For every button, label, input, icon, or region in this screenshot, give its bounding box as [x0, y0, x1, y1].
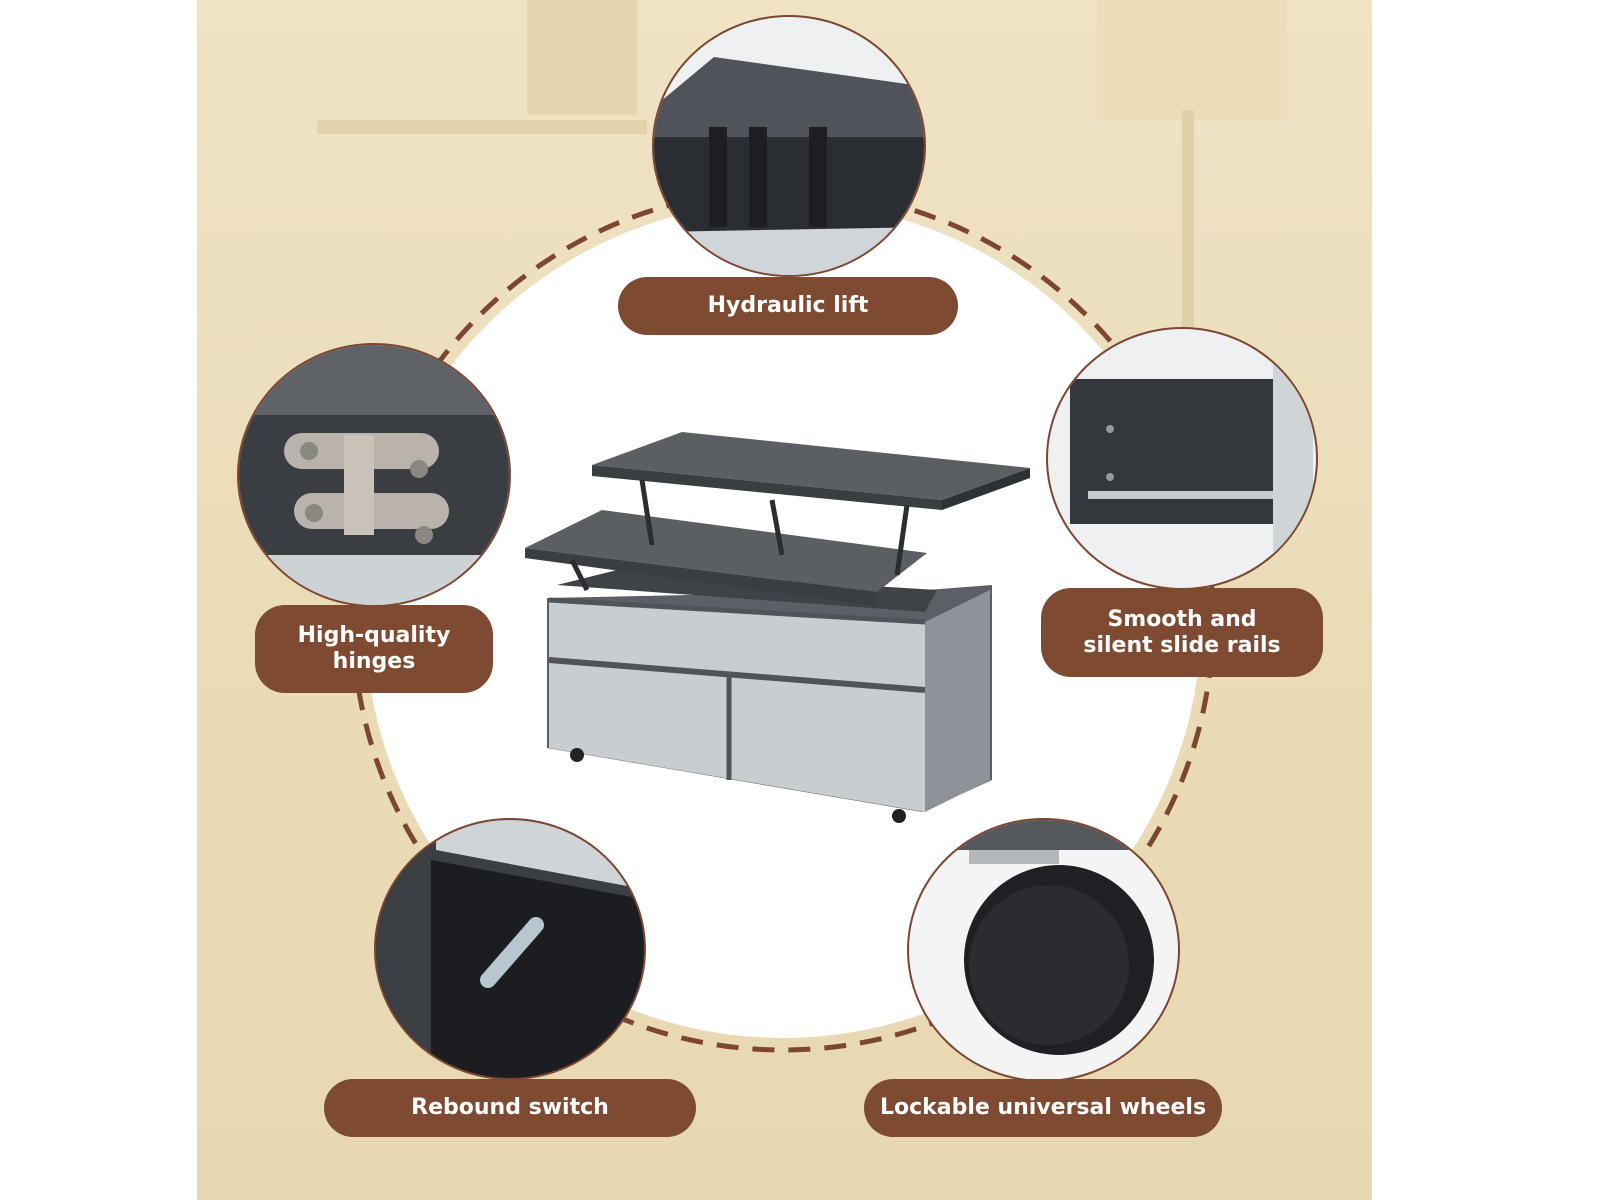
feature-label-wheels: Lockable universal wheels	[864, 1079, 1222, 1137]
feature-label-rebound-switch: Rebound switch	[324, 1079, 696, 1137]
lift-top-table-illustration	[525, 432, 1030, 823]
hinges-detail-image	[237, 343, 511, 607]
feature-label-line: Smooth and	[1107, 606, 1257, 632]
feature-label-line: High-quality	[297, 623, 451, 648]
feature-label-text: Lockable universal wheels	[879, 1095, 1207, 1120]
slide-rails-detail-image	[1046, 327, 1318, 590]
hydraulic-lift-detail-image	[652, 15, 926, 277]
wheels-detail-image	[907, 818, 1180, 1082]
feature-label-line: silent slide rails	[1083, 632, 1281, 658]
feature-label-hydraulic-lift: Hydraulic lift	[618, 277, 958, 335]
feature-label-line: hinges	[332, 649, 416, 674]
rebound-switch-detail-image	[374, 818, 646, 1080]
feature-label-text: Hydraulic lift	[707, 293, 869, 318]
feature-label-text: Rebound switch	[411, 1095, 609, 1120]
